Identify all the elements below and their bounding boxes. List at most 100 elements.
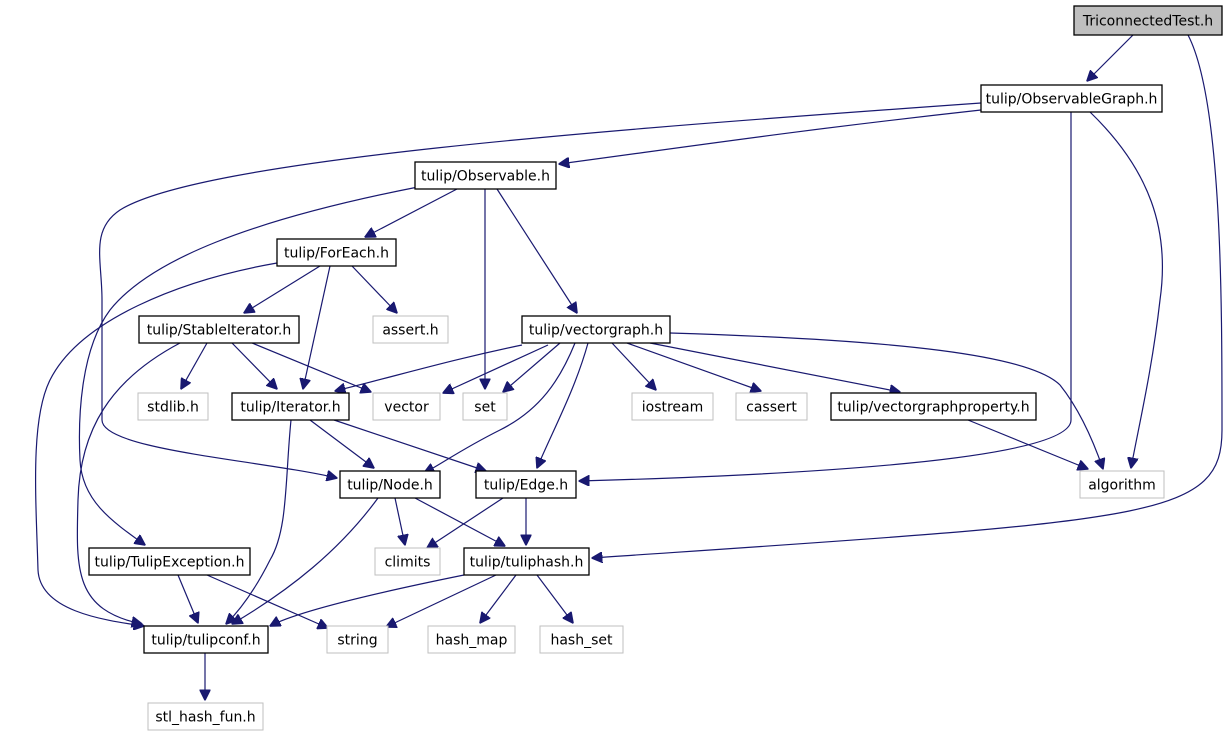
edge-vectorgraph-to-algorithm bbox=[669, 332, 1103, 469]
edge-vectorgraph-to-node bbox=[424, 342, 576, 473]
edge-iterator-to-tulipconf bbox=[226, 419, 292, 624]
edge-node-to-tulipconf bbox=[232, 497, 379, 624]
node-box[interactable] bbox=[427, 625, 516, 654]
edge-foreach-to-assert bbox=[351, 265, 397, 313]
node-label: assert.h bbox=[382, 323, 438, 339]
node-iterator[interactable]: tulip/Iterator.h bbox=[231, 392, 350, 421]
node-box[interactable] bbox=[374, 547, 441, 576]
node-box[interactable] bbox=[735, 392, 808, 421]
node-label: stl_hash_fun.h bbox=[155, 710, 255, 726]
node-label: tulip/Edge.h bbox=[484, 478, 568, 494]
edge-stableiterator-to-vector bbox=[251, 342, 371, 392]
edge-foreach-to-stableiterator bbox=[244, 265, 321, 313]
node-label: tulip/StableIterator.h bbox=[147, 323, 292, 339]
node-label: tulip/tuliphash.h bbox=[470, 555, 584, 571]
node-observablegraph[interactable]: tulip/ObservableGraph.h bbox=[980, 84, 1163, 113]
node-node[interactable]: tulip/Node.h bbox=[339, 470, 441, 499]
node-box[interactable] bbox=[414, 161, 557, 190]
node-label: tulip/vectorgraphproperty.h bbox=[837, 400, 1029, 416]
node-box[interactable] bbox=[372, 315, 449, 344]
edge-observable-to-tulipexception bbox=[78, 186, 419, 545]
edge-stableiterator-to-stdlib bbox=[181, 342, 208, 389]
edge-tuliphash-to-hashmap bbox=[480, 574, 517, 623]
node-box[interactable] bbox=[980, 84, 1163, 113]
node-iostream[interactable]: iostream bbox=[631, 392, 714, 421]
node-label: vector bbox=[384, 400, 429, 416]
node-observable[interactable]: tulip/Observable.h bbox=[414, 161, 557, 190]
node-box[interactable] bbox=[521, 315, 671, 344]
edge-tuliphash-to-string bbox=[386, 574, 497, 627]
edge-vectorgraph-to-vector bbox=[443, 344, 549, 393]
node-box[interactable] bbox=[462, 392, 508, 421]
node-box[interactable] bbox=[137, 392, 209, 421]
node-label: tulip/Observable.h bbox=[421, 169, 550, 185]
node-tulipconf[interactable]: tulip/tulipconf.h bbox=[143, 625, 269, 654]
node-label: iostream bbox=[642, 400, 704, 416]
node-cassert[interactable]: cassert bbox=[735, 392, 808, 421]
node-box[interactable] bbox=[147, 702, 264, 731]
node-set[interactable]: set bbox=[462, 392, 508, 421]
edge-stableiterator-to-tulipconf bbox=[76, 342, 181, 624]
node-box[interactable] bbox=[143, 625, 269, 654]
edge-observable-to-foreach bbox=[365, 188, 458, 237]
node-algorithm[interactable]: algorithm bbox=[1079, 470, 1165, 499]
node-stdlib[interactable]: stdlib.h bbox=[137, 392, 209, 421]
node-label: TriconnectedTest.h bbox=[1082, 14, 1213, 30]
node-label: stdlib.h bbox=[147, 400, 199, 416]
node-box[interactable] bbox=[372, 392, 441, 421]
node-label: tulip/vectorgraph.h bbox=[529, 323, 663, 339]
edge-vgproperty-to-algorithm bbox=[967, 419, 1088, 469]
node-vgproperty[interactable]: tulip/vectorgraphproperty.h bbox=[830, 392, 1037, 421]
node-assert[interactable]: assert.h bbox=[372, 315, 449, 344]
node-label: tulip/ObservableGraph.h bbox=[986, 92, 1158, 108]
node-box[interactable] bbox=[631, 392, 714, 421]
node-label: string bbox=[337, 633, 377, 649]
node-box[interactable] bbox=[88, 547, 251, 576]
node-vector[interactable]: vector bbox=[372, 392, 441, 421]
node-box[interactable] bbox=[1079, 470, 1165, 499]
node-climits[interactable]: climits bbox=[374, 547, 441, 576]
node-box[interactable] bbox=[475, 470, 577, 499]
node-box[interactable] bbox=[138, 315, 300, 344]
node-label: climits bbox=[385, 555, 431, 571]
edge-tuliphash-to-hashset bbox=[536, 574, 573, 623]
edges-layer bbox=[34, 34, 1223, 700]
node-edge[interactable]: tulip/Edge.h bbox=[475, 470, 577, 499]
node-label: tulip/Iterator.h bbox=[240, 400, 340, 416]
node-box[interactable] bbox=[326, 625, 389, 654]
edge-vectorgraph-to-set bbox=[503, 342, 561, 392]
node-vectorgraph[interactable]: tulip/vectorgraph.h bbox=[521, 315, 671, 344]
node-hashset[interactable]: hash_set bbox=[539, 625, 624, 654]
edge-triconnected-to-observablegraph bbox=[1087, 34, 1134, 81]
edge-vectorgraph-to-edge bbox=[537, 342, 589, 468]
node-label: tulip/TulipException.h bbox=[95, 555, 245, 571]
node-tulipexception[interactable]: tulip/TulipException.h bbox=[88, 547, 251, 576]
edge-stableiterator-to-iterator bbox=[231, 342, 277, 389]
edge-observablegraph-to-node bbox=[99, 102, 982, 478]
edge-vectorgraph-to-iterator bbox=[335, 344, 523, 391]
nodes-layer: TriconnectedTest.h tulip/ObservableGraph.… bbox=[88, 5, 1223, 731]
edge-triconnected-to-tuliphash bbox=[592, 34, 1223, 558]
node-string[interactable]: string bbox=[326, 625, 389, 654]
node-stlhashfun[interactable]: stl_hash_fun.h bbox=[147, 702, 264, 731]
node-box[interactable] bbox=[539, 625, 624, 654]
node-box[interactable] bbox=[276, 238, 397, 267]
node-tuliphash[interactable]: tulip/tuliphash.h bbox=[463, 547, 590, 576]
node-hashmap[interactable]: hash_map bbox=[427, 625, 516, 654]
edge-observablegraph-to-edge bbox=[579, 112, 1072, 481]
edge-iterator-to-edge bbox=[333, 419, 486, 471]
edge-edge-to-climits bbox=[427, 497, 504, 548]
node-box[interactable] bbox=[463, 547, 590, 576]
edge-vectorgraph-to-vgproperty bbox=[649, 342, 900, 392]
node-box[interactable] bbox=[339, 470, 441, 499]
node-label: tulip/Node.h bbox=[347, 478, 433, 494]
node-box[interactable] bbox=[1073, 5, 1223, 36]
edge-tulipexception-to-tulipconf bbox=[177, 574, 198, 623]
node-box[interactable] bbox=[830, 392, 1037, 421]
node-foreach[interactable]: tulip/ForEach.h bbox=[276, 238, 397, 267]
edge-observable-to-vectorgraph bbox=[496, 188, 577, 313]
node-stableiterator[interactable]: tulip/StableIterator.h bbox=[138, 315, 300, 344]
node-label: set bbox=[474, 400, 496, 416]
node-triconnected[interactable]: TriconnectedTest.h bbox=[1073, 5, 1223, 36]
node-box[interactable] bbox=[231, 392, 350, 421]
